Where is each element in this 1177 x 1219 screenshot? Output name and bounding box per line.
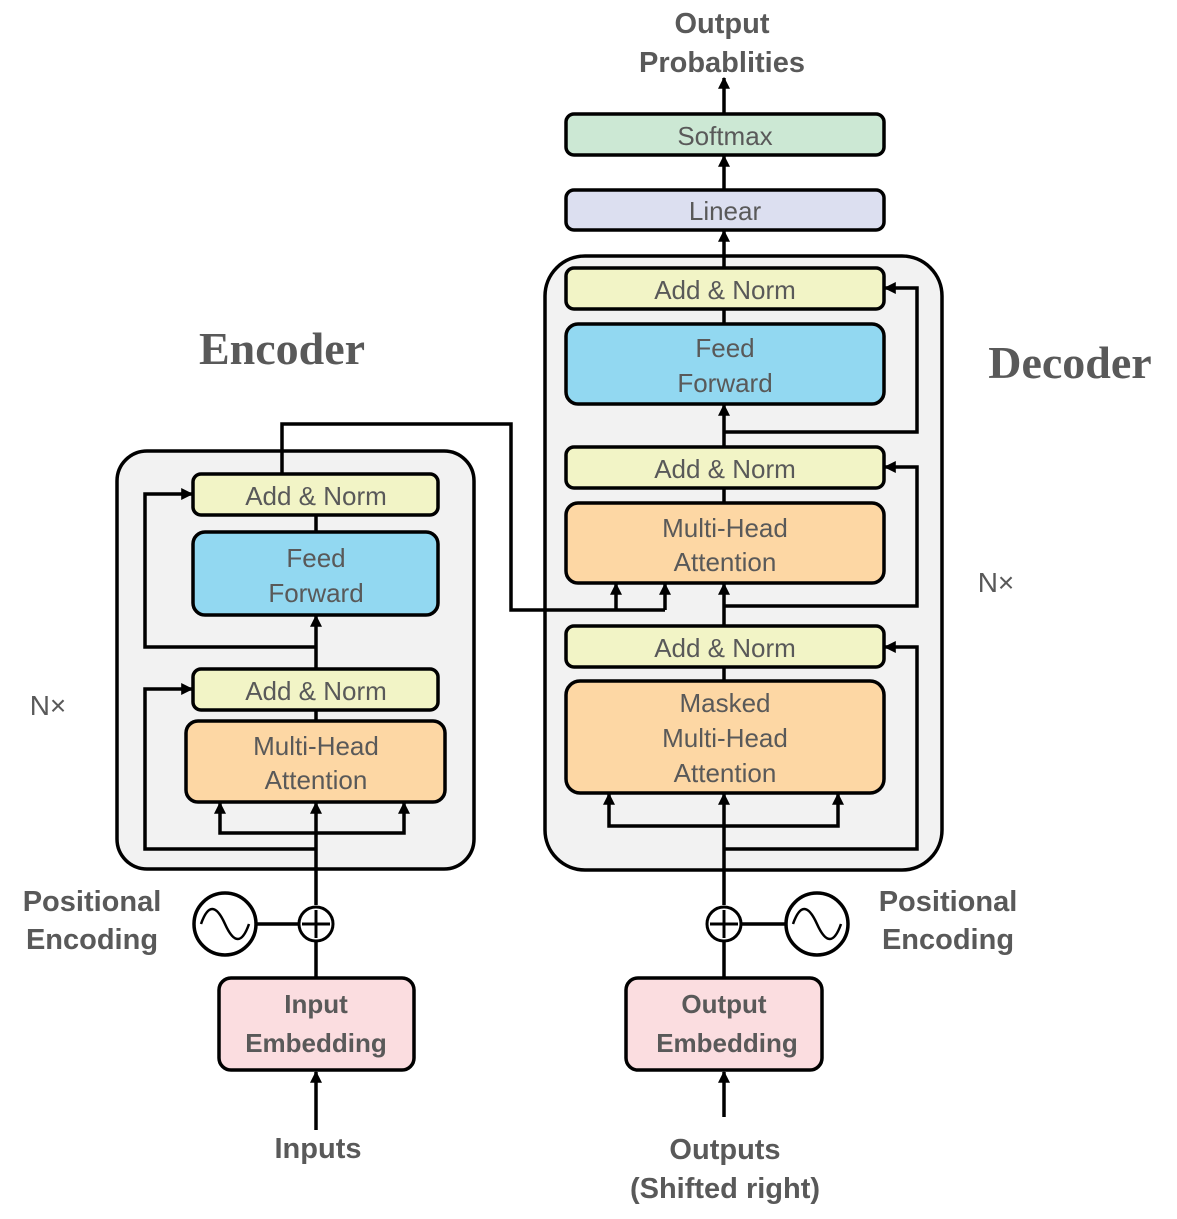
inputs-label: Inputs xyxy=(275,1133,362,1165)
decoder-sine-wave-icon xyxy=(784,891,850,957)
softmax-label: Softmax xyxy=(677,121,772,151)
output-probabilities-line2: Probablities xyxy=(639,47,805,79)
input-embedding-line2: Embedding xyxy=(245,1028,387,1058)
encoder-feed-forward-line2: Forward xyxy=(268,578,363,608)
decoder-circle-plus-icon xyxy=(705,905,743,943)
decoder-feed-forward-line1: Feed xyxy=(695,333,754,363)
encoder-attention-line2: Attention xyxy=(265,765,368,795)
decoder-positional-encoding-line1: Positional xyxy=(879,886,1018,918)
encoder-circle-plus-icon xyxy=(297,905,335,943)
encoder-title: Encoder xyxy=(199,323,365,374)
input-embedding-box xyxy=(217,976,416,1072)
linear-box xyxy=(564,188,886,232)
decoder-masked-attention-line2: Multi-Head xyxy=(662,723,788,753)
decoder-add-norm-mid-label: Add & Norm xyxy=(654,454,796,484)
decoder-repeat-label: N× xyxy=(978,567,1015,598)
decoder-feed-forward-box xyxy=(564,322,886,406)
decoder-feed-forward-line2: Forward xyxy=(677,368,772,398)
output-embedding-box xyxy=(624,976,824,1072)
outputs-label-line2: (Shifted right) xyxy=(630,1173,820,1205)
decoder-cross-attention-line1: Multi-Head xyxy=(662,513,788,543)
encoder-attention-line1: Multi-Head xyxy=(253,731,379,761)
decoder-add-norm-bottom-box xyxy=(564,624,886,669)
input-embedding-line1: Input xyxy=(284,989,348,1019)
encoder-attention-box xyxy=(184,719,447,804)
encoder-add-norm-top-label: Add & Norm xyxy=(245,481,387,511)
outputs-label-line1: Outputs xyxy=(669,1134,780,1166)
output-probabilities-line1: Output xyxy=(674,8,769,40)
encoder-repeat-label: N× xyxy=(30,690,67,721)
decoder-add-norm-mid-box xyxy=(564,445,886,490)
encoder-feed-forward-line1: Feed xyxy=(286,543,345,573)
decoder-add-norm-top-box xyxy=(564,266,886,311)
decoder-title: Decoder xyxy=(988,337,1151,388)
encoder-positional-encoding-line1: Positional xyxy=(23,886,162,918)
encoder-add-norm-bottom-label: Add & Norm xyxy=(245,676,387,706)
encoder-sine-wave-icon xyxy=(192,891,258,957)
decoder-add-norm-top-label: Add & Norm xyxy=(654,275,796,305)
encoder-feed-forward-box xyxy=(191,530,440,617)
encoder-positional-encoding-line2: Encoding xyxy=(26,924,158,956)
linear-label: Linear xyxy=(689,196,762,226)
softmax-box xyxy=(564,112,886,157)
decoder-masked-attention-line1: Masked xyxy=(679,688,770,718)
output-embedding-line1: Output xyxy=(681,989,767,1019)
output-embedding-line2: Embedding xyxy=(656,1028,798,1058)
encoder-connections xyxy=(143,422,671,1130)
encoder-add-norm-bottom-box xyxy=(191,667,440,712)
decoder-positional-encoding-line2: Encoding xyxy=(882,924,1014,956)
encoder-add-norm-top-box xyxy=(191,472,440,517)
decoder-masked-attention-line3: Attention xyxy=(674,758,777,788)
decoder-add-norm-bottom-label: Add & Norm xyxy=(654,633,796,663)
decoder-cross-attention-line2: Attention xyxy=(674,547,777,577)
decoder-masked-attention-box xyxy=(564,679,886,795)
decoder-connections xyxy=(603,76,919,1117)
decoder-cross-attention-box xyxy=(564,501,886,585)
